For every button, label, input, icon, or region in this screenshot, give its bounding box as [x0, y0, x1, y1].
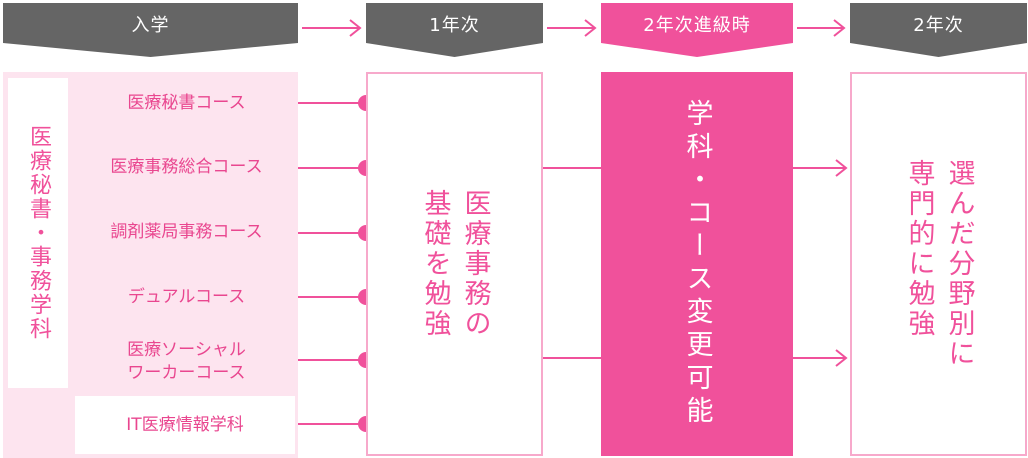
stage-label: 2年次進級時 [643, 15, 751, 36]
course-item-medical-social-worker: 医療ソーシャル ワーカーコース [75, 331, 298, 392]
course-label: IT医療情報学科 [126, 414, 244, 435]
department-box: 医療秘書・事務学科 [8, 78, 68, 388]
course-item-dual: デュアルコース [75, 267, 298, 327]
year1-box: 医療事務の 基礎を勉強 [366, 72, 543, 456]
arrow-head-icon [584, 19, 597, 37]
course-label: 医療ソーシャル ワーカーコース [127, 339, 246, 383]
department-label: 医療秘書・事務学科 [26, 125, 51, 341]
year1-text: 医療事務の 基礎を勉強 [419, 189, 491, 339]
year2-transition-text: 学科・コース変更可能 [681, 99, 713, 429]
stage-label: 2年次 [913, 15, 964, 36]
course-item-pharmacy-office: 調剤薬局事務コース [75, 202, 298, 263]
course-item-it-medical-info: IT医療情報学科 [75, 396, 295, 454]
arrow-head-icon [835, 349, 848, 367]
stage-label: 1年次 [429, 15, 480, 36]
course-item-medical-office-general: 医療事務総合コース [75, 137, 298, 198]
course-label: 医療秘書コース [127, 92, 246, 113]
course-label: 医療事務総合コース [110, 157, 263, 178]
year2-text: 選んだ分野別に 専門的に勉強 [903, 159, 975, 369]
stage-label: 入学 [131, 15, 170, 36]
course-label: デュアルコース [127, 286, 246, 307]
arrow-head-icon [835, 159, 848, 177]
year2-transition-box: 学科・コース変更可能 [601, 72, 793, 456]
arrow-head-icon [349, 19, 362, 37]
course-label: 調剤薬局事務コース [110, 222, 263, 243]
arrow-head-icon [833, 19, 846, 37]
course-item-medical-secretary: 医療秘書コース [75, 73, 298, 133]
year2-box: 選んだ分野別に 専門的に勉強 [850, 72, 1027, 456]
